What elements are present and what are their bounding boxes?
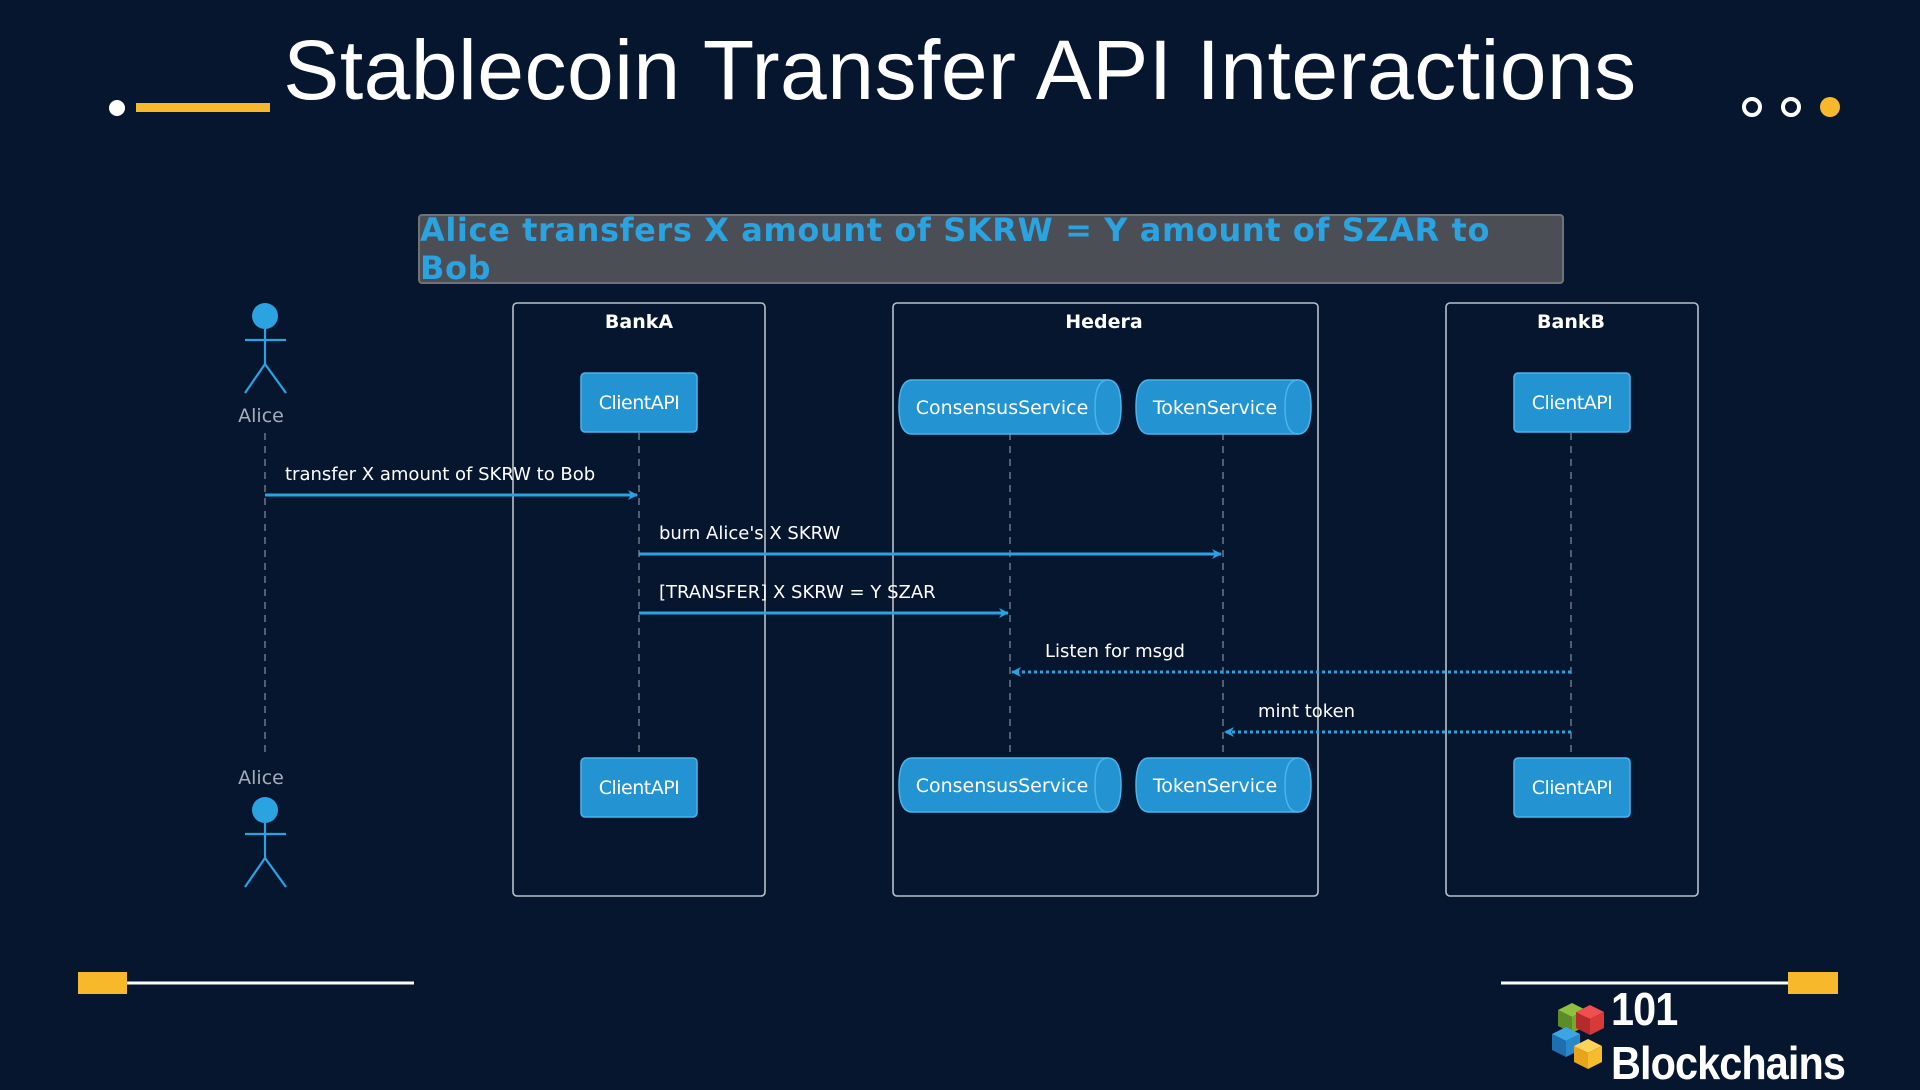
participant-consensus-top	[898, 379, 1122, 435]
logo-text: 101 Blockchains	[1610, 983, 1846, 1089]
logo-cubes-icon	[1552, 1003, 1604, 1069]
actor-alice-bottom	[244, 797, 287, 888]
actor-alice-top	[244, 303, 287, 394]
group-box-banka	[512, 302, 766, 897]
participant-label: ConsensusService	[916, 397, 1089, 419]
decor-ring-1	[1742, 97, 1762, 117]
group-label-hedera: Hedera	[1065, 311, 1142, 333]
participant-label: ClientAPI	[1532, 777, 1613, 799]
participant-label: ClientAPI	[599, 392, 680, 414]
participant-token-top	[1135, 379, 1312, 435]
participant-label: ConsensusService	[916, 775, 1089, 797]
decor-bar-yellow	[136, 103, 270, 112]
message-label-1: transfer X amount of SKRW to Bob	[285, 464, 595, 485]
decor-ring-2	[1781, 97, 1801, 117]
decor-bottom-left-block	[78, 972, 127, 994]
brand-logo: 101 Blockchains	[1545, 983, 1920, 1089]
slide-title: Stablecoin Transfer API Interactions	[283, 23, 1637, 117]
decor-dot-yellow	[1820, 97, 1840, 117]
group-label-banka: BankA	[605, 311, 673, 333]
message-label-4: Listen for msgd	[1045, 641, 1185, 662]
participant-label: TokenService	[1152, 775, 1277, 797]
group-label-bankb: BankB	[1537, 311, 1605, 333]
participant-banka-client-bottom	[580, 757, 698, 818]
message-label-3: [TRANSFER] X SKRW = Y SZAR	[659, 582, 936, 603]
decor-dot-white	[109, 100, 125, 116]
participant-label: ClientAPI	[1532, 392, 1613, 414]
actor-label-top: Alice	[238, 405, 284, 427]
group-box-bankb	[1445, 302, 1699, 897]
diagram-title: Alice transfers X amount of SKRW = Y amo…	[418, 211, 1564, 287]
group-box-hedera	[892, 302, 1319, 897]
message-label-2: burn Alice's X SKRW	[659, 523, 840, 544]
message-label-5: mint token	[1258, 701, 1355, 722]
decor-bottom-right-block	[1788, 972, 1838, 994]
participant-bankb-client-bottom	[1513, 757, 1631, 818]
participant-token-bottom	[1135, 757, 1312, 813]
participant-banka-client-top	[580, 372, 698, 433]
participant-bankb-client-top	[1513, 372, 1631, 433]
participant-consensus-bottom	[898, 757, 1122, 813]
participant-label: TokenService	[1152, 397, 1277, 419]
participant-label: ClientAPI	[599, 777, 680, 799]
actor-label-bottom: Alice	[238, 767, 284, 789]
